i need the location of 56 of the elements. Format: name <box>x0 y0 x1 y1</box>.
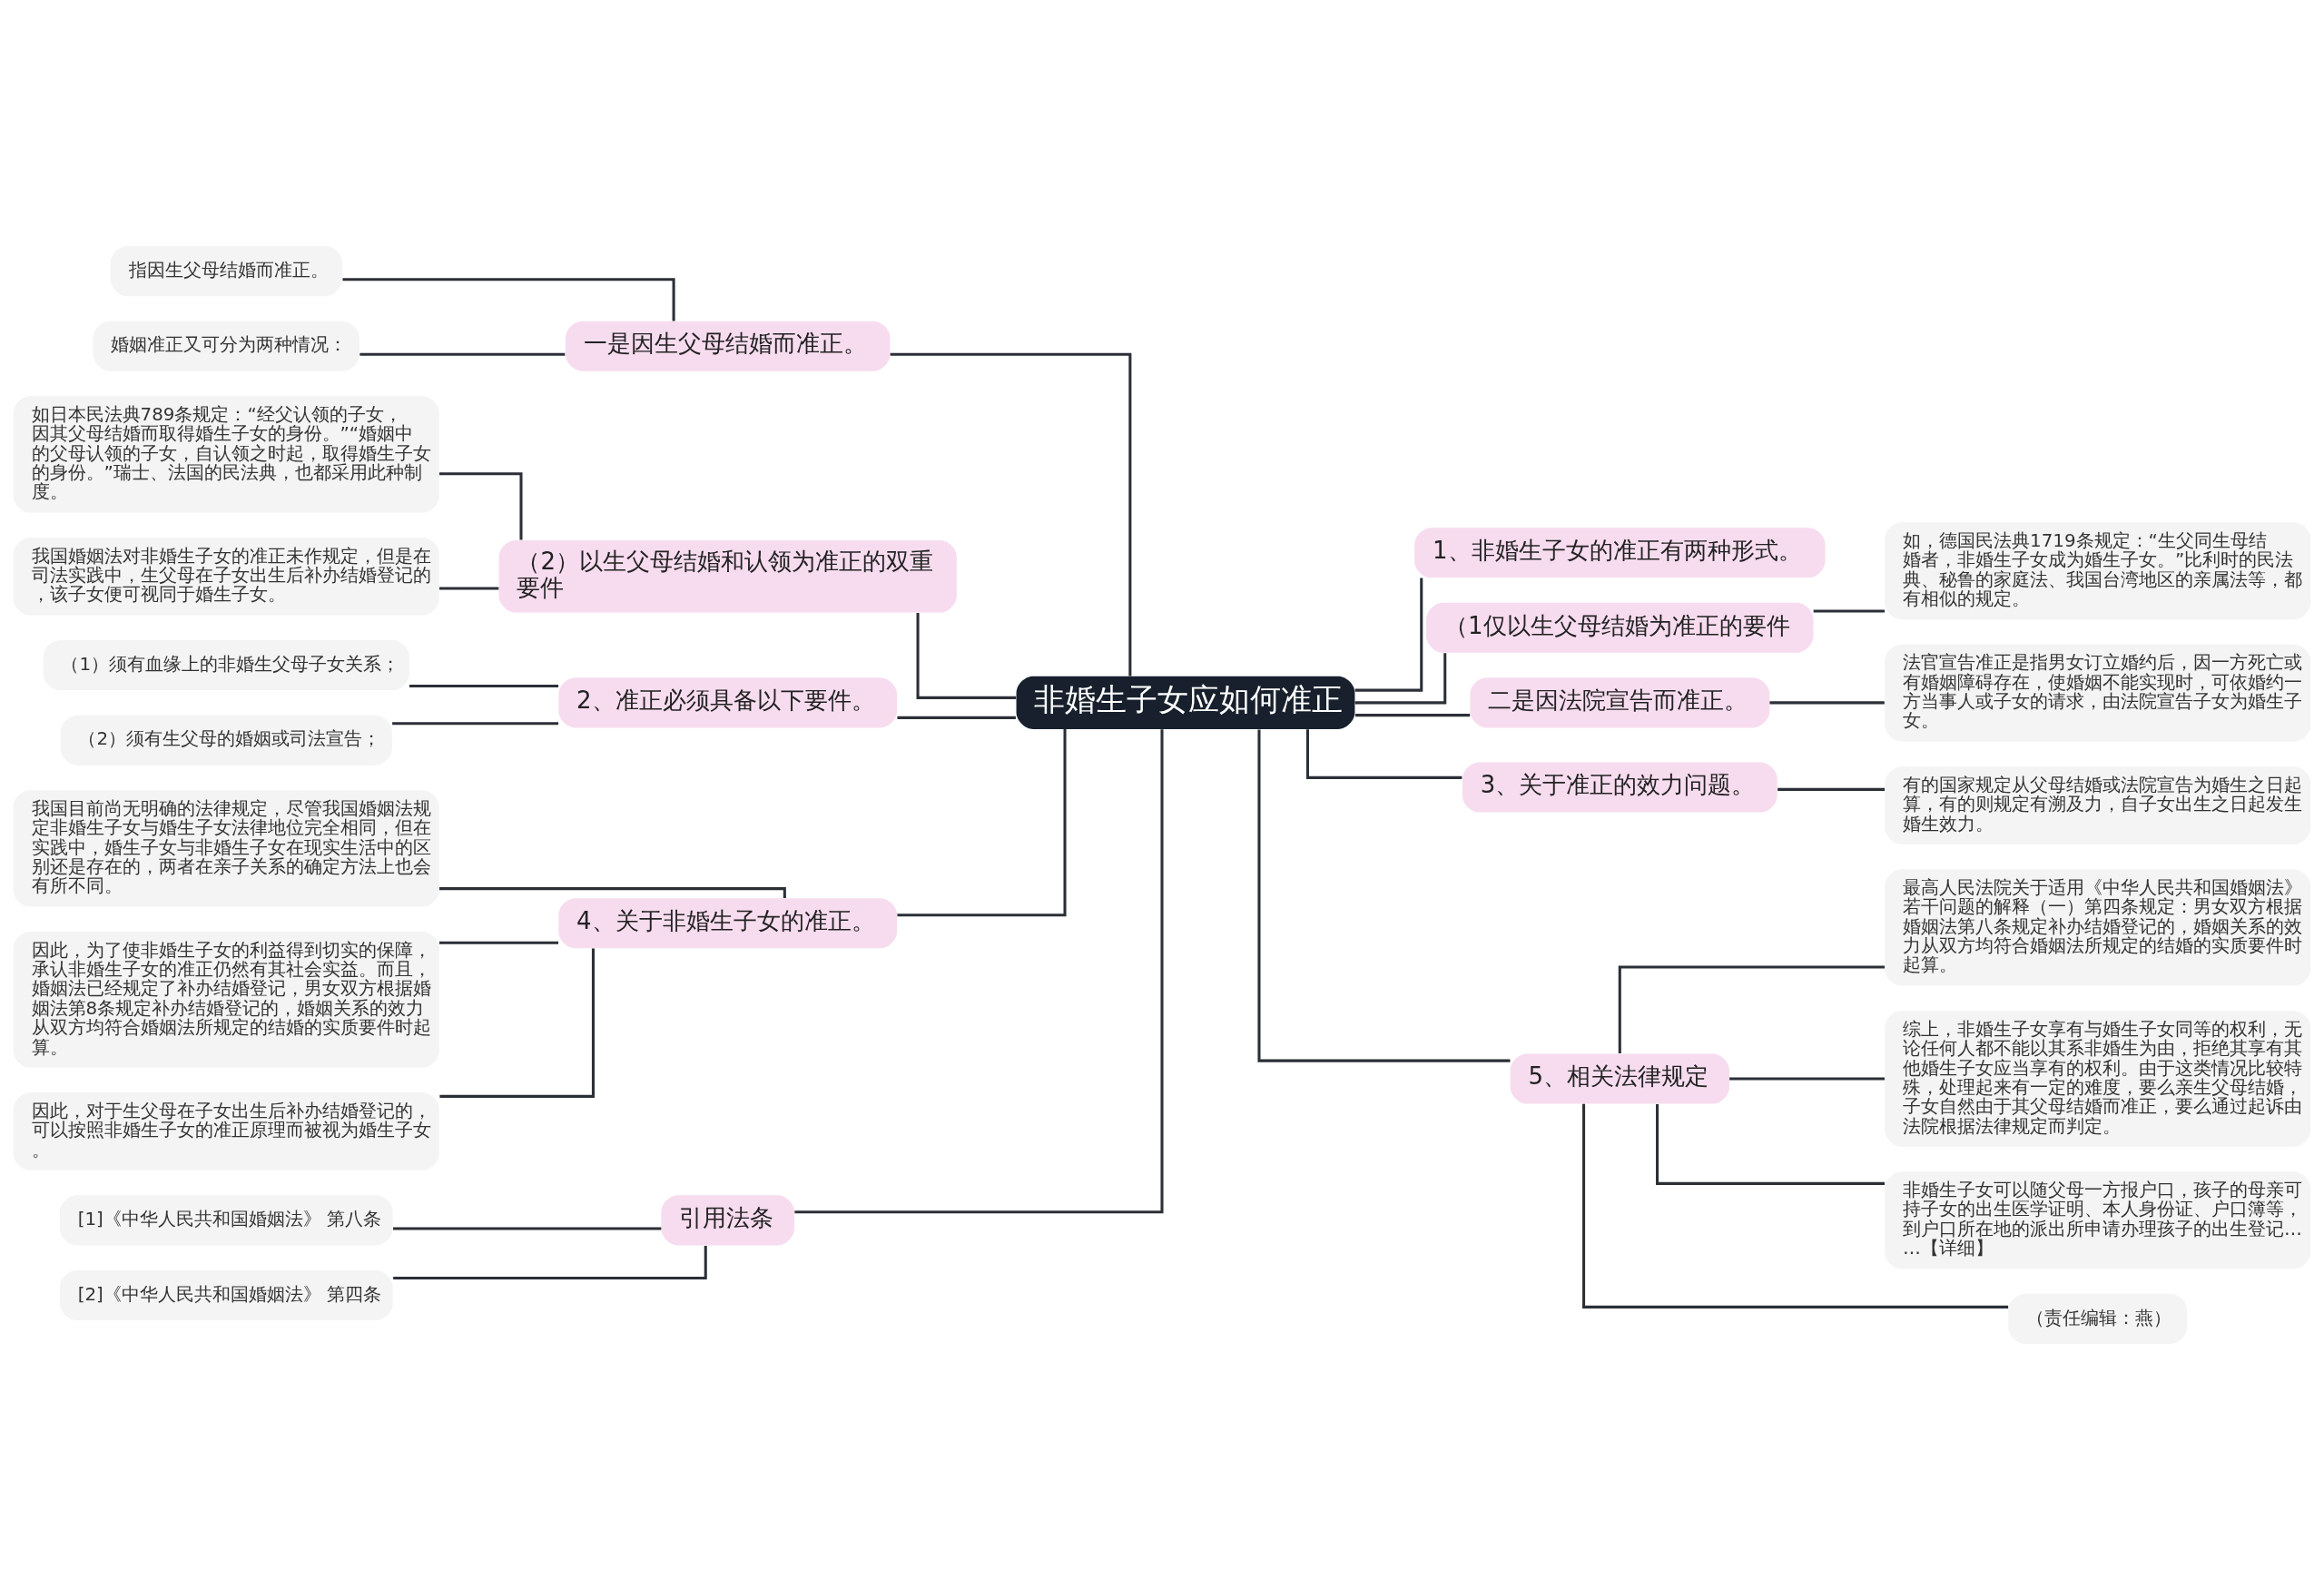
node-box: 5、相关法律规定 <box>1510 1053 1729 1104</box>
node-box: （1）须有血缘上的非婚生父母子女关系； <box>43 640 409 691</box>
connector <box>1729 1077 1885 1081</box>
connector <box>890 352 1132 676</box>
connector <box>438 941 559 944</box>
connector <box>1777 787 1886 791</box>
connector <box>1305 729 1462 779</box>
node-box: 引用法条 <box>661 1195 795 1246</box>
node-box: 我国婚姻法对非婚生子女的准正未作规定，但是在司法实践中，生父母在子女出生后补办结婚登记的，该子女便可视同于婚生子女。 <box>13 538 439 616</box>
node-box: 因此，对于生父母在子女出生后补办结婚登记的，可以按照非婚生子女的准正原理而被视为婚生子女。 <box>13 1092 439 1170</box>
connector <box>439 948 595 1098</box>
node-box: （1仅以生父母结婚为准正的要件 <box>1426 602 1814 653</box>
node-box: （2）须有生父母的婚姻或司法宣告； <box>60 715 392 765</box>
connector <box>1582 1103 2009 1309</box>
connector <box>1618 965 1885 1054</box>
node-box: 因此，为了使非婚生子女的利益得到切实的保障，承认非婚生子女的准正仍然有其社会实益。而且，婚姻法已经规定了补办结婚登记，男女双方根据婚姻法第8条规定补办结婚登记的，婚姻关系的效力从双方均符合婚姻法所规定的结婚的实质要件时起算。 <box>13 932 439 1068</box>
node-box: 如日本民法典789条规定：“经父认领的子女，因其父母结婚而取得婚生子女的身份。”“婚姻中的父母认领的子女，自认领之时起，取得婚生子女的身份。”瑞士、法国的民法典，也都采用此种制度。 <box>13 396 439 513</box>
node-box: 最高人民法院关于适用《中华人民共和国婚姻法》若干问题的解释（一）第四条规定：男女双方根据婚姻法第八条规定补办结婚登记的，婚姻关系的效力从双方均符合婚姻法所规定的结婚的实质要件时起算。 <box>1885 869 2311 986</box>
node-box: 有的国家规定从父母结婚或法院宣告为婚生之日起算，有的则规定有溯及力，自子女出生之日起发生婚生效力。 <box>1885 766 2311 844</box>
node-box: 综上，非婚生子女享有与婚生子女同等的权利，无论任何人都不能以其系非婚生为由，拒绝其享有其他婚生子女应当享有的权利。由于这类情况比较特殊，处理起来有一定的难度，要么亲生父母结婚，子女自然由于其父母结婚而准正，要么通过起诉由法院根据法律规定而判定。 <box>1885 1011 2311 1147</box>
node-box: 我国目前尚无明确的法律规定，尽管我国婚姻法规定非婚生子女与婚生子女法律地位完全相同，但在实践中，婚生子女与非婚生子女在现实生活中的区别还是存在的，两者在亲子关系的确定方法上也会有所不同。 <box>13 790 439 907</box>
node-box: 非婚生子女可以随父母一方报户口，孩子的母亲可持子女的出生医学证明、本人身份证、户口簿等，到户口所在地的派出所申请办理孩子的出生登记……【详细】 <box>1885 1171 2311 1269</box>
connector <box>393 1246 707 1280</box>
connector <box>359 352 566 356</box>
connector <box>794 729 1164 1214</box>
connector <box>1769 701 1885 705</box>
connector <box>342 278 675 321</box>
node-box: 指因生父母结婚而准正。 <box>110 246 342 297</box>
connector <box>393 1227 662 1230</box>
connector <box>1813 609 1885 613</box>
node-box: 婚姻准正又可分为两种情况： <box>93 321 359 371</box>
node-box: 1、非婚生子女的准正有两种形式。 <box>1414 528 1826 578</box>
node-box: [2]《中华人民共和国婚姻法》 第四条 <box>59 1269 393 1320</box>
connector <box>897 716 1016 719</box>
node-box: 2、准正必须具备以下要件。 <box>558 677 898 728</box>
connector <box>1656 1103 1885 1185</box>
node-box: 4、关于非婚生子女的准正。 <box>558 898 898 949</box>
connector <box>897 729 1067 917</box>
connector <box>439 587 499 590</box>
connector <box>392 722 559 726</box>
node-box: （责任编辑：燕） <box>2008 1293 2188 1344</box>
node-box: 3、关于准正的效力问题。 <box>1462 762 1777 813</box>
connector <box>1257 729 1511 1062</box>
connector <box>438 472 523 540</box>
node-box: [1]《中华人民共和国婚姻法》 第八条 <box>59 1195 393 1246</box>
node-box: 一是因生父母结婚而准正。 <box>565 321 891 371</box>
connector <box>1354 578 1423 692</box>
connector <box>1354 714 1471 717</box>
node-box: 非婚生子女应如何准正 <box>1016 676 1355 729</box>
node-box: 二是因法院宣告而准正。 <box>1470 677 1770 728</box>
node-box: 如，德国民法典1719条规定：“生父同生母结婚者，非婚生子女成为婚生子女。”比利时的民法典、秘鲁的家庭法、我国台湾地区的亲属法等，都有相似的规定。 <box>1885 522 2311 620</box>
node-box: 法官宣告准正是指男女订立婚约后，因一方死亡或有婚姻障碍存在，使婚姻不能实现时，可依婚约一方当事人或子女的请求，由法院宣告子女为婚生子女。 <box>1885 644 2311 742</box>
connector <box>409 685 559 688</box>
connector <box>916 612 1017 699</box>
connector <box>1354 653 1447 705</box>
node-box: （2）以生父母结婚和认领为准正的双重要件 <box>498 540 957 613</box>
